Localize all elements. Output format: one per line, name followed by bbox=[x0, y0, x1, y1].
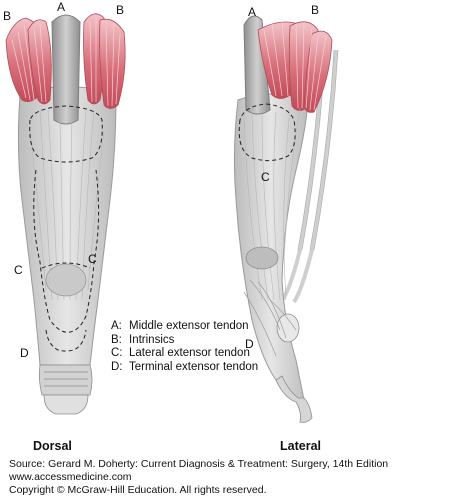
dorsal-intrinsic-muscle-right-2 bbox=[99, 18, 126, 109]
legend-text: Middle extensor tendon bbox=[129, 320, 249, 332]
lateral-label-d: D bbox=[245, 337, 254, 351]
lateral-muscle-fibres bbox=[263, 21, 327, 111]
lateral-view bbox=[233, 15, 339, 423]
legend-key: D: bbox=[111, 360, 123, 373]
legend-key: A: bbox=[111, 320, 122, 332]
lateral-middle-joint bbox=[245, 246, 279, 270]
legend-key: C: bbox=[111, 347, 123, 359]
dorsal-middle-joint bbox=[45, 263, 87, 297]
lateral-finger-body bbox=[233, 93, 309, 401]
source-url: www.accessmedicine.com bbox=[9, 471, 132, 483]
dorsal-middle-extensor-tendon bbox=[51, 14, 81, 125]
dorsal-label-c-right: C bbox=[88, 252, 97, 266]
legend-item: D: Terminal extensor tendon bbox=[111, 361, 261, 375]
lateral-view-title: Lateral bbox=[280, 439, 321, 453]
dorsal-muscle-fibres bbox=[11, 16, 121, 107]
lateral-terminal-extensor-tendon bbox=[275, 375, 313, 423]
lateral-label-b: B bbox=[311, 3, 320, 17]
lateral-tendon-fibres bbox=[243, 107, 301, 301]
dorsal-terminal-extensor-tendon bbox=[38, 364, 93, 396]
dorsal-view-title: Dorsal bbox=[33, 439, 72, 453]
dorsal-joint-outlines bbox=[29, 105, 103, 352]
legend: A: Middle extensor tendon B: Intrinsics … bbox=[111, 320, 261, 374]
lateral-distal-joint bbox=[276, 313, 300, 343]
legend-text: Lateral extensor tendon bbox=[129, 347, 250, 359]
dorsal-label-b-right: B bbox=[116, 3, 125, 17]
dorsal-view bbox=[5, 13, 126, 415]
legend-item: B: Intrinsics bbox=[111, 334, 261, 348]
lateral-joint-outline bbox=[238, 103, 296, 162]
legend-text: Terminal extensor tendon bbox=[129, 360, 259, 373]
dorsal-fingertip bbox=[43, 394, 89, 415]
source-citation: Source: Gerard M. Doherty: Current Diagn… bbox=[9, 458, 389, 470]
source-footer: Source: Gerard M. Doherty: Current Diagn… bbox=[9, 458, 464, 497]
lateral-label-a: A bbox=[248, 5, 257, 19]
dorsal-nail-lines bbox=[44, 371, 88, 387]
lateral-intrinsic-muscle-1 bbox=[257, 21, 299, 99]
legend-text: Intrinsics bbox=[129, 333, 175, 346]
lateral-lower-fibres bbox=[243, 279, 297, 357]
legend-item: C: Lateral extensor tendon bbox=[111, 347, 261, 361]
dorsal-label-b-left: B bbox=[3, 9, 12, 23]
dorsal-label-c-left: C bbox=[14, 263, 23, 277]
lateral-long-tendon-edges bbox=[297, 39, 339, 251]
lateral-label-c: C bbox=[261, 170, 270, 184]
dorsal-finger-body bbox=[17, 86, 117, 366]
tendon-anatomy-diagram bbox=[5, 13, 339, 423]
legend-key: B: bbox=[111, 333, 122, 346]
dorsal-label-a: A bbox=[57, 0, 66, 14]
dorsal-intrinsic-muscle-left-2 bbox=[27, 19, 52, 105]
copyright-notice: Copyright © McGraw-Hill Education. All r… bbox=[9, 484, 267, 496]
dorsal-label-d: D bbox=[20, 346, 29, 360]
legend-item: A: Middle extensor tendon bbox=[111, 320, 261, 334]
lateral-intrinsic-muscle-3 bbox=[303, 30, 333, 113]
